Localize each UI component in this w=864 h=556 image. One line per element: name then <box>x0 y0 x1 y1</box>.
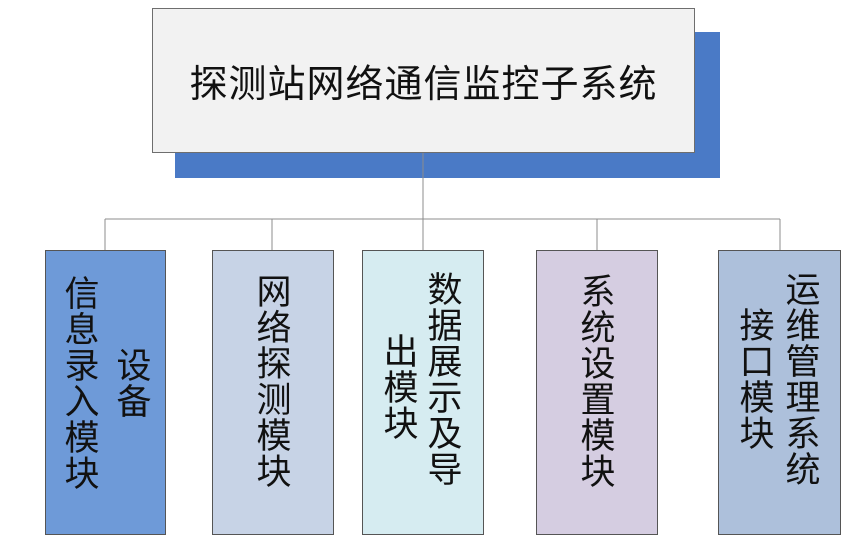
module-char: 理 <box>785 379 821 419</box>
module-char: 统 <box>580 309 616 349</box>
module-char: 信 <box>64 275 100 315</box>
module-char: 系 <box>785 415 821 455</box>
module-char: 置 <box>580 381 616 421</box>
module-char: 出 <box>383 333 419 373</box>
module-char: 块 <box>64 455 100 495</box>
module-char: 块 <box>383 405 419 445</box>
module-char: 块 <box>739 415 775 455</box>
module-char: 及 <box>427 415 463 455</box>
module-text-column: 接 口 模 块 <box>739 309 775 453</box>
module-char: 接 <box>739 307 775 347</box>
module-char: 模 <box>383 369 419 409</box>
module-char: 运 <box>785 271 821 311</box>
module-char: 管 <box>785 343 821 383</box>
module-char: 设 <box>116 347 152 387</box>
module-char: 块 <box>580 453 616 493</box>
module-char: 息 <box>64 311 100 351</box>
module-system-settings: 系 统 设 置 模 块 <box>536 250 658 535</box>
module-network-probe: 网 络 探 测 模 块 <box>212 250 334 535</box>
module-char: 数 <box>427 271 463 311</box>
module-text-column: 运 维 管 理 系 统 <box>785 273 821 489</box>
module-text-column: 设 备 <box>116 349 152 421</box>
module-char: 测 <box>256 381 292 421</box>
module-char: 模 <box>64 419 100 459</box>
module-text-column: 网 络 探 测 模 块 <box>256 275 292 491</box>
module-text-column: 系 统 设 置 模 块 <box>580 275 616 491</box>
module-char: 模 <box>256 417 292 457</box>
module-char: 导 <box>427 451 463 491</box>
module-data-display-export: 出 模 块 数 据 展 示 及 导 <box>362 250 484 535</box>
module-text-column: 信 息 录 入 模 块 <box>64 277 100 493</box>
module-char: 备 <box>116 383 152 423</box>
module-char: 设 <box>580 345 616 385</box>
module-text-column: 出 模 块 <box>383 335 419 443</box>
root-node-title: 探测站网络通信监控子系统 <box>189 62 658 106</box>
module-char: 模 <box>739 379 775 419</box>
module-char: 维 <box>785 307 821 347</box>
module-char: 入 <box>64 383 100 423</box>
module-char: 示 <box>427 379 463 419</box>
module-ops-management-interface: 接 口 模 块 运 维 管 理 系 统 <box>718 250 841 535</box>
module-char: 录 <box>64 347 100 387</box>
module-char: 展 <box>427 343 463 383</box>
module-char: 探 <box>256 345 292 385</box>
module-device-info-entry: 信 息 录 入 模 块 设 备 <box>45 250 166 535</box>
module-char: 块 <box>256 453 292 493</box>
module-char: 据 <box>427 307 463 347</box>
module-char: 模 <box>580 417 616 457</box>
module-char: 网 <box>256 273 292 313</box>
module-char: 统 <box>785 451 821 491</box>
module-char: 系 <box>580 273 616 313</box>
module-text-column: 数 据 展 示 及 导 <box>427 273 463 489</box>
module-char: 络 <box>256 309 292 349</box>
module-char: 口 <box>739 343 775 383</box>
root-node: 探测站网络通信监控子系统 <box>152 8 695 153</box>
